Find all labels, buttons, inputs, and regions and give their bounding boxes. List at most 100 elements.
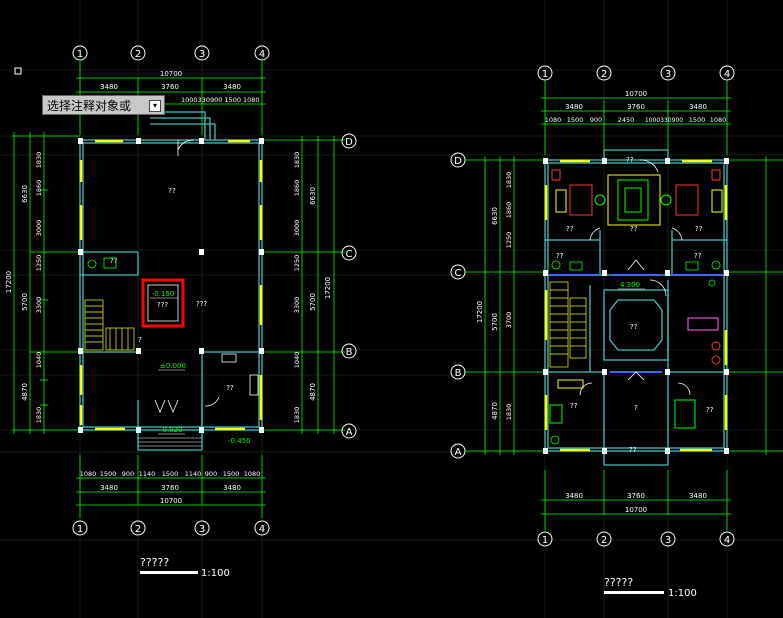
left-dim-left-detail-5: 3300 [35, 297, 43, 314]
left-dim-bottom-detail-5: 1500 [162, 470, 179, 478]
left-title-underline [140, 571, 198, 574]
annotation-select-prompt[interactable]: 选择注释对象或 ▾ [42, 95, 165, 115]
left-axis-top-3: 3 [199, 49, 205, 60]
right-dim-left-detail-3: 1250 [505, 232, 513, 249]
left-dim-left-detail-6: 1040 [35, 352, 43, 369]
left-dim-bottom-seg-3: 3480 [223, 484, 241, 492]
right-dims-right-clipped [727, 156, 783, 455]
right-dim-top-detail-1: 1080 [545, 116, 562, 124]
left-axis-top-2: 2 [135, 49, 141, 60]
right-axis-top-3: 3 [665, 69, 671, 80]
right-axis-left-c: C [455, 268, 462, 279]
right-axis-bottom-3: 3 [665, 535, 671, 546]
left-axis-top-4: 4 [259, 49, 265, 60]
left-dim-top-seg-1: 3480 [100, 83, 118, 91]
left-room-label-2: ?? [226, 384, 234, 392]
left-room-label-1: ?? [168, 187, 176, 195]
right-axis-bottom [537, 531, 735, 547]
left-dim-bottom-detail-8: 1500 [223, 470, 240, 478]
right-axis-top-4: 4 [724, 69, 730, 80]
left-dim-top-seg-3: 3480 [223, 83, 241, 91]
left-dim-bottom-detail-6: 1140 [185, 470, 202, 478]
left-axis-bottom [72, 520, 270, 536]
right-dim-top-detail-2: 1500 [567, 116, 584, 124]
left-dim-right-seg-2: 5700 [309, 293, 317, 311]
left-doors [154, 139, 220, 414]
right-dim-left-detail-4: 3700 [505, 312, 513, 329]
right-axis-top-2: 2 [601, 69, 607, 80]
left-axis-right-a: A [346, 427, 353, 438]
left-dim-left-detail-4: 1250 [35, 255, 43, 272]
left-axis-bottom-2: 2 [135, 524, 141, 535]
left-dim-left-seg-2: 5700 [21, 293, 29, 311]
left-dim-top-seg-2: 3760 [161, 83, 179, 91]
left-axis-bottom-3: 3 [199, 524, 205, 535]
right-dim-left-detail-1: 1830 [505, 172, 513, 189]
right-room-label-3: ?? [566, 225, 574, 233]
left-plan-title: ????? [140, 556, 169, 569]
left-axis-bottom-4: 4 [259, 524, 265, 535]
left-stair-side-note: ??? [196, 300, 207, 308]
right-dim-top-detail-6: 1500 [689, 116, 706, 124]
right-bedroom-furniture [549, 317, 721, 429]
right-bathroom-fixtures [550, 260, 721, 445]
left-plan-scale: 1:100 [201, 568, 230, 579]
left-axis-right-b: B [346, 347, 353, 358]
right-dim-left-detail-2: 1860 [505, 202, 513, 219]
left-stair-note: ??? [157, 301, 168, 309]
right-dim-top-total: 10700 [625, 90, 647, 98]
left-dims-right [262, 136, 345, 434]
right-dim-top-detail-5: 1000330900 [645, 117, 683, 124]
left-dim-bottom-detail-4: 1140 [139, 470, 156, 478]
right-plan-scale: 1:100 [668, 588, 697, 599]
right-dim-top-seg-3: 3480 [689, 103, 707, 111]
right-floor-plan[interactable]: 1 2 3 4 10700 3480 3760 3480 1080 1500 9… [450, 65, 783, 599]
left-room-label-3: ? [138, 336, 142, 344]
right-dim-bottom-seg-2: 3760 [627, 492, 645, 500]
left-floor-plan[interactable]: 1 2 3 4 10700 3480 3760 3480 1000330900 … [5, 45, 357, 579]
left-axis-right-c: C [346, 249, 353, 260]
right-dims-bottom [541, 470, 731, 530]
left-bathroom-fixtures [87, 257, 117, 269]
right-axis-bottom-1: 1 [542, 535, 548, 546]
right-dim-left-detail-5: 1830 [505, 404, 513, 421]
left-dim-right-detail-4: 1250 [293, 255, 301, 272]
right-room-label-9: ?? [570, 402, 578, 410]
right-room-label-1: ?? [626, 156, 634, 164]
left-axis-top-1: 1 [77, 49, 83, 60]
right-dim-left-total: 17200 [476, 301, 484, 323]
right-room-label-7: ?? [630, 323, 638, 331]
cursor-pickbox [14, 67, 22, 75]
left-dim-top-total: 10700 [160, 70, 182, 78]
left-dim-left-total: 17200 [5, 271, 13, 293]
left-windows [79, 139, 263, 431]
right-dim-top-detail-7: 1080 [710, 116, 727, 124]
left-dim-bottom-detail-2: 1500 [100, 470, 117, 478]
dropdown-arrow-icon[interactable]: ▾ [149, 100, 161, 112]
left-dim-bottom-seg-2: 3760 [161, 484, 179, 492]
right-dim-left-seg-3: 4870 [491, 402, 499, 420]
right-dim-top-seg-1: 3480 [565, 103, 583, 111]
left-stairwell-highlight[interactable] [141, 278, 185, 328]
left-elev-out: -0.450 [228, 437, 251, 445]
left-stair [84, 299, 135, 351]
right-room-label-5: ?? [556, 252, 564, 260]
right-windows [544, 159, 728, 452]
left-dim-left-seg-3: 4870 [21, 383, 29, 401]
left-columns [78, 138, 264, 433]
left-dim-right-total: 17200 [324, 277, 332, 299]
right-dim-bottom-total: 10700 [625, 506, 647, 514]
right-plan-title: ????? [604, 576, 633, 589]
right-doors [579, 159, 691, 396]
right-elev-center: 4.300 [620, 281, 640, 289]
left-dim-left-detail-1: 1830 [35, 152, 43, 169]
left-dim-right-detail-5: 3300 [293, 297, 301, 314]
left-dim-right-detail-2: 1860 [293, 180, 301, 197]
left-kitchen-fixtures [221, 353, 259, 396]
left-dim-bottom-seg-1: 3480 [100, 484, 118, 492]
left-elev-entry: -0.020 [160, 426, 183, 434]
left-dim-top-detail: 1000330900 1500 1080 [181, 96, 260, 104]
right-room-label-4: ?? [695, 225, 703, 233]
